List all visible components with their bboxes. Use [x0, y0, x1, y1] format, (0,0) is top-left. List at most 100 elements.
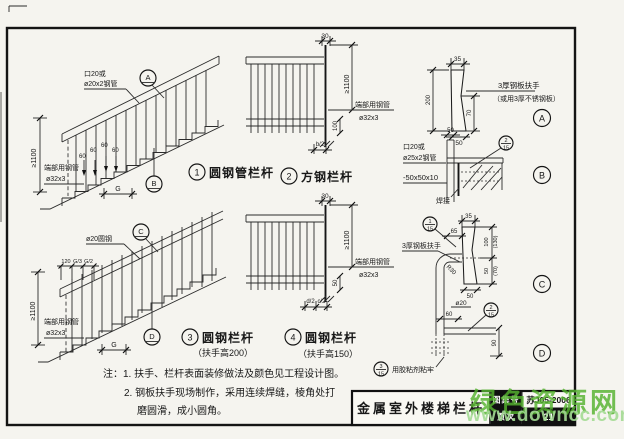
- figure-number: 3: [187, 333, 192, 343]
- detail-ref-bubble: 2 15: [467, 302, 499, 332]
- page-number-label: 页次: [497, 412, 515, 422]
- watermark-site-name: 绿色资源网: [470, 388, 620, 418]
- dim-200: 200: [426, 94, 432, 105]
- page-number-value: 21: [543, 412, 554, 423]
- atlas-number-label: 图集号: [493, 395, 520, 405]
- section-id-d: D: [539, 349, 546, 359]
- end-post-label: 端部用钢管: [355, 257, 390, 266]
- dim-100: 100: [484, 237, 490, 246]
- section-id-a: A: [539, 114, 545, 124]
- note-line-2: 2. 钢板扶手现场制作，采用连续焊缝，棱角处打: [124, 386, 335, 399]
- detail-ref-page: 15: [378, 372, 384, 378]
- detail-ref-number: 2: [489, 305, 492, 311]
- watermark-site-url: www.downcc.com: [466, 405, 624, 426]
- dim-60: 60: [112, 148, 119, 154]
- dim-height: ≥1100: [31, 148, 38, 167]
- figure-number: 2: [286, 172, 291, 182]
- dim-height: ≥1100: [344, 74, 351, 93]
- end-post-size: ø32x3: [359, 115, 379, 122]
- figure-number: 1: [194, 168, 199, 178]
- scan-edge-artifact: [0, 92, 2, 222]
- glue-callout: 3 15 用胶粘剂粘牢: [373, 356, 445, 378]
- dim-g2: G/2: [84, 259, 93, 265]
- dim-50: 50: [333, 279, 339, 286]
- figure-subcaption: （扶手高200）: [193, 347, 253, 358]
- handrail-plate-label: 3厚钢板扶手: [498, 80, 540, 90]
- figure-subcaption: （扶手高150）: [298, 348, 358, 359]
- section-id-c: C: [539, 280, 546, 290]
- dim-30: 30: [321, 33, 329, 40]
- dim-70: 70: [467, 109, 473, 116]
- post-material-label: 口20或: [403, 142, 425, 151]
- dim-d2: d/2: [306, 299, 315, 305]
- drawing-title: 金属室外楼梯栏杆: [356, 401, 485, 416]
- dim-65: 65: [451, 229, 458, 235]
- rail-material-label: 口20或: [84, 69, 106, 78]
- end-post-size: ø32x3: [46, 176, 66, 183]
- post-material-size: ø25x2钢管: [403, 153, 436, 162]
- stair-detail-1: ≥1100 端部用钢管 ø32x3 口20或 ø20x2钢管 A 60 60 6…: [31, 55, 225, 210]
- end-post-label: 端部用钢管: [355, 100, 390, 109]
- title-block: 金属室外楼梯栏杆 图集号 苏J05-2006 页次 21: [350, 389, 577, 427]
- dim-35: 35: [454, 56, 462, 63]
- caption-row-1: 1 圆钢管栏杆 2 方钢栏杆: [188, 163, 353, 185]
- dim-60-arrows: [82, 156, 118, 176]
- glue-label: 用胶粘剂粘牢: [392, 365, 434, 374]
- sheet-frame: [5, 5, 577, 427]
- section-callout-d: D: [149, 332, 155, 341]
- dim-height: ≥1100: [30, 301, 37, 320]
- end-post-size: ø32x3: [359, 272, 379, 279]
- dim-height: ≥1100: [344, 230, 351, 249]
- detail-ref-number: 1: [428, 219, 431, 225]
- dim-c2: c/2: [317, 299, 326, 305]
- dim-90: 90: [492, 339, 498, 346]
- dim-35: 35: [465, 214, 472, 220]
- dim-g3: G/3: [73, 259, 82, 265]
- dim-70-alt: (70): [493, 266, 499, 276]
- dim-b2: b/2: [316, 142, 325, 148]
- detail-ref-bubble: 1 15: [422, 216, 457, 248]
- plate-size-label: -50x50x10: [403, 173, 438, 182]
- dim-30: 30: [321, 193, 329, 200]
- detail-ref-number: 3: [379, 364, 382, 370]
- figure-caption: 圆钢管栏杆: [209, 165, 274, 180]
- end-post-label: 端部用钢管: [44, 163, 79, 172]
- rail-material-label: ø20圆钢: [86, 234, 112, 243]
- dim-50: 50: [447, 128, 454, 134]
- section-callout-a: A: [145, 73, 150, 82]
- dim-dia20: ø20: [455, 300, 467, 307]
- detail-ref-bubble: 2 15: [469, 135, 514, 169]
- figure-caption: 方钢栏杆: [301, 169, 353, 184]
- detail-ref-number: 2: [504, 138, 507, 144]
- section-id-b: B: [539, 171, 545, 181]
- dim-60: 60: [101, 143, 108, 149]
- dim-g: G: [111, 342, 116, 349]
- section-b: 50 口20或 ø25x2钢管 -50x50x10 焊接 2 15 B: [403, 128, 552, 205]
- concrete-hatch: [461, 163, 503, 191]
- end-post-size: ø32x3: [46, 330, 66, 337]
- section-a: 35 200 70 50 3厚钢板扶手 （或用3厚不锈钢板） A: [426, 56, 560, 147]
- section-callout-b: B: [151, 179, 156, 188]
- dim-60: 60: [90, 148, 97, 154]
- elevation-detail-4: 30 ≥1100 端部用钢管 ø32x3 50 d/2 c/2: [245, 193, 394, 311]
- note-line-1: 注：1. 扶手、栏杆表面装修做法及颜色见工程设计图。: [103, 367, 344, 380]
- dim-r30: R30: [445, 264, 457, 276]
- atlas-number-value: 苏J05-2006: [526, 395, 571, 405]
- handrail-plate-alt-label: （或用3厚不锈钢板）: [493, 94, 560, 103]
- caption-row-2: 3 圆钢栏杆 （扶手高200） 4 圆钢栏杆 （扶手高150）: [181, 328, 358, 359]
- handrail-plate-label: 3厚钢板扶手: [402, 241, 441, 250]
- dim-50: 50: [467, 294, 474, 300]
- dim-130-alt: (130): [493, 235, 499, 248]
- weld-label: 焊接: [436, 196, 450, 205]
- notes: 注：1. 扶手、栏杆表面装修做法及颜色见工程设计图。 2. 钢板扶手现场制作，采…: [103, 367, 344, 417]
- dim-50: 50: [484, 268, 490, 274]
- end-post-label: 端部用钢管: [44, 317, 79, 326]
- dim-120: 120: [61, 259, 70, 265]
- dim-50: 50: [455, 140, 463, 147]
- section-callout-c: C: [138, 227, 144, 236]
- rail-material-size: ø20x2钢管: [84, 79, 117, 88]
- figure-caption: 圆钢栏杆: [305, 330, 357, 345]
- elevation-detail-2: 30 ≥1100 端部用钢管 ø32x3 100 b/2: [245, 33, 394, 154]
